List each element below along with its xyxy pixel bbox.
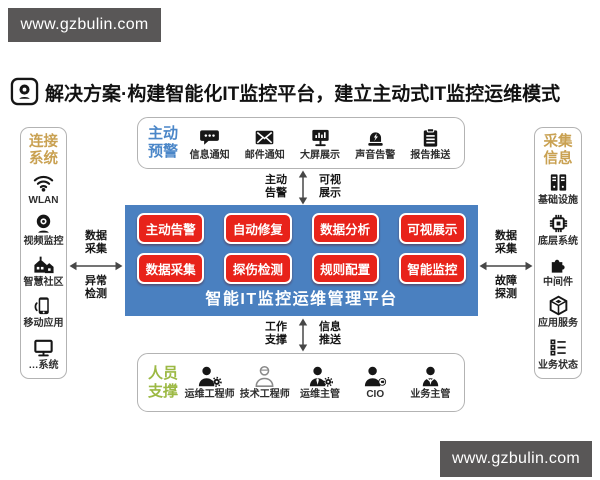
module-button-smart-monitor[interactable]: 智能监控 xyxy=(398,253,466,284)
list-item: 运维工程师 xyxy=(182,365,237,400)
list-item: CIO xyxy=(348,365,403,400)
screen-chart-icon xyxy=(309,126,332,149)
item-label: 报告推送 xyxy=(410,149,451,161)
item-label: 中间件 xyxy=(543,277,573,289)
list-item: 声音告警 xyxy=(348,126,403,161)
module-button-active-alert[interactable]: 主动告警 xyxy=(137,213,205,244)
item-label: 视频监控 xyxy=(23,235,64,247)
arrow-label: 工作支撑 xyxy=(265,321,287,347)
item-label: 基础设施 xyxy=(538,194,578,206)
item-label: 技术工程师 xyxy=(239,389,290,400)
item-label: 运维主管 xyxy=(300,389,340,400)
module-button-auto-repair[interactable]: 自动修复 xyxy=(224,213,292,244)
arrow-label: 可视展示 xyxy=(319,174,341,200)
top-double-arrow xyxy=(298,170,308,205)
item-label: WLAN xyxy=(28,194,59,206)
arrow-label: 信息推送 xyxy=(319,321,341,347)
panel-collected-info: 采集信息 基础设施 底层系统 中间件 应用服务 业务状态 xyxy=(534,127,582,379)
list-item: 应用服务 xyxy=(538,291,578,332)
webcam-logo-icon xyxy=(10,77,39,106)
page-title-rest: ·构建智能化IT监控平台，建立主动式IT监控运维模式 xyxy=(121,84,561,105)
list-item: 移动应用 xyxy=(24,291,64,332)
platform-box: 主动告警 自动修复 数据分析 可视展示 数据采集 探伤检测 规则配置 智能监控 … xyxy=(125,205,478,316)
list-item: 信息通知 xyxy=(182,126,237,161)
item-label: 运维工程师 xyxy=(184,389,235,400)
server-icon xyxy=(547,171,570,194)
item-label: 移动应用 xyxy=(23,318,64,330)
item-label: 信息通知 xyxy=(189,149,230,161)
website-banner-top[interactable]: www.gzbulin.com xyxy=(8,8,161,42)
bottom-double-arrow xyxy=(298,318,308,352)
item-label: 底层系统 xyxy=(538,235,578,247)
list-item: 技术工程师 xyxy=(237,365,292,400)
module-button-rule-config[interactable]: 规则配置 xyxy=(311,253,379,284)
webcam-icon xyxy=(32,212,55,235)
website-banner-bottom[interactable]: www.gzbulin.com xyxy=(440,441,592,477)
panel-collected-info-title: 采集信息 xyxy=(543,134,573,167)
chat-icon xyxy=(198,126,221,149)
ops-manager-icon xyxy=(307,365,334,388)
cio-icon xyxy=(362,365,389,388)
list-item: 邮件通知 xyxy=(237,126,292,161)
list-item: 智慧社区 xyxy=(24,250,64,291)
monitor-icon xyxy=(32,336,55,359)
wifi-icon xyxy=(32,171,55,194)
list-item: 运维主管 xyxy=(292,365,347,400)
engineer-icon xyxy=(196,365,223,388)
list-item: …系统 xyxy=(29,333,59,374)
module-button-flaw-detection[interactable]: 探伤检测 xyxy=(224,253,292,284)
item-label: 业务主管 xyxy=(410,389,451,400)
page-title-emphasis: 解决方案 xyxy=(45,84,122,105)
item-label: 应用服务 xyxy=(538,318,578,330)
cube-icon xyxy=(547,294,570,317)
list-item: 视频监控 xyxy=(24,209,64,250)
arrow-label: 数据采集 xyxy=(85,230,107,256)
mail-icon xyxy=(253,126,276,149)
siren-icon xyxy=(364,126,387,149)
module-button-data-collection[interactable]: 数据采集 xyxy=(137,253,205,284)
tech-engineer-icon xyxy=(251,365,278,388)
business-manager-icon xyxy=(417,365,444,388)
chip-icon xyxy=(547,212,570,235)
list-item: 业务主管 xyxy=(403,365,458,400)
right-double-arrow xyxy=(479,261,533,271)
clipboard-icon xyxy=(419,126,442,149)
module-grid: 主动告警 自动修复 数据分析 可视展示 数据采集 探伤检测 规则配置 智能监控 xyxy=(135,213,468,284)
item-label: 邮件通知 xyxy=(244,149,285,161)
item-label: 智慧社区 xyxy=(23,277,64,289)
platform-title: 智能IT监控运维管理平台 xyxy=(205,291,398,308)
list-item: WLAN xyxy=(29,167,59,208)
puzzle-icon xyxy=(547,253,570,276)
left-double-arrow xyxy=(69,261,123,271)
panel-staff-support-title: 人员支撑 xyxy=(148,364,179,400)
arrow-label: 异常检测 xyxy=(85,275,107,301)
arrow-label: 数据采集 xyxy=(495,230,517,256)
list-item: 中间件 xyxy=(543,250,573,291)
list-item: 基础设施 xyxy=(538,167,578,208)
panel-connected-systems-title: 连接系统 xyxy=(29,134,58,167)
item-label: 业务状态 xyxy=(538,359,578,371)
item-label: …系统 xyxy=(28,359,59,371)
panel-proactive-alert-title: 主动预警 xyxy=(148,125,179,160)
item-label: 大屏展示 xyxy=(300,149,340,161)
list-item: 大屏展示 xyxy=(292,126,347,161)
community-icon xyxy=(32,253,55,276)
list-icon xyxy=(547,336,570,359)
list-item: 底层系统 xyxy=(538,209,578,250)
arrow-label: 主动告警 xyxy=(265,174,287,200)
mobile-icon xyxy=(32,294,55,317)
item-label: 声音告警 xyxy=(355,149,396,161)
item-label: CIO xyxy=(366,389,385,400)
panel-proactive-alert: 主动预警 信息通知 邮件通知 大屏展示 声音告警 报告推送 xyxy=(137,117,465,169)
panel-connected-systems: 连接系统 WLAN 视频监控 智慧社区 移动应用 …系统 xyxy=(20,127,67,379)
module-button-visual-display[interactable]: 可视展示 xyxy=(398,213,466,244)
list-item: 报告推送 xyxy=(403,126,458,161)
module-button-data-analysis[interactable]: 数据分析 xyxy=(311,213,379,244)
arrow-label: 故障探测 xyxy=(495,275,517,301)
panel-staff-support: 人员支撑 运维工程师 技术工程师 运维主管 CIO 业务主管 xyxy=(137,353,465,412)
page-title: 解决方案·构建智能化IT监控平台，建立主动式IT监控运维模式 xyxy=(45,79,560,106)
list-item: 业务状态 xyxy=(538,333,578,374)
